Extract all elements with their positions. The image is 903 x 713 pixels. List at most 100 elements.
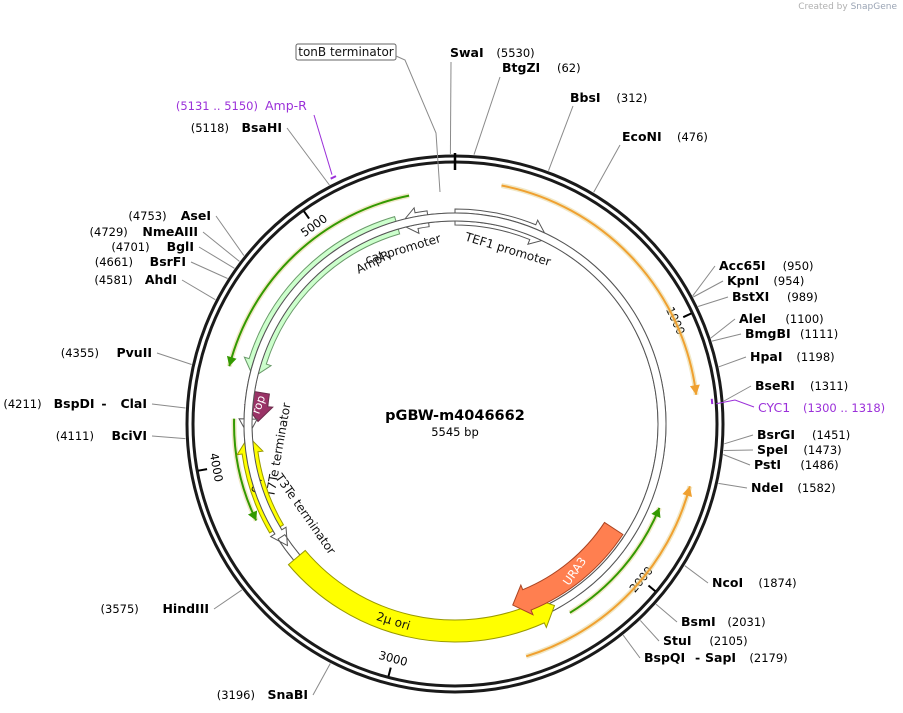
site-leader [213, 589, 243, 610]
site-ncoi[interactable]: NcoI(1874) [684, 565, 797, 590]
site-bbsi[interactable]: BbsI (312) [548, 90, 648, 171]
site-spei[interactable]: SpeI(1473) [723, 442, 842, 457]
site-bsmi[interactable]: BsmI(2031) [655, 603, 766, 629]
tick-5000 [303, 210, 310, 220]
site-nmeaiii[interactable]: NmeAIII(4729) [90, 224, 240, 262]
tick-2000 [647, 584, 657, 592]
orf-ccw-green-ori [233, 418, 258, 521]
site-alei[interactable]: AleI(1100) [710, 311, 824, 339]
site-hindiii[interactable]: HindIII(3575) [101, 589, 243, 616]
site-leader [697, 296, 729, 307]
site-bsahi[interactable]: BsaHI(5118) [191, 120, 330, 186]
site-stui[interactable]: StuI (2105) [639, 620, 748, 648]
site-name: PvuII [116, 345, 152, 360]
site-asei[interactable]: AseI (4753) [128, 208, 245, 256]
backbone-outer [185, 154, 725, 694]
site-leader [181, 279, 216, 301]
orf-ccw-green-ampr-head [226, 355, 237, 367]
site-position: (312) [616, 91, 647, 105]
site-position: (1874) [758, 576, 796, 590]
site-position: (1582) [797, 481, 835, 495]
site-leader [718, 482, 748, 489]
site-name: BspQI [644, 650, 685, 665]
site-name: SnaBI [267, 687, 308, 702]
site-btgzi[interactable]: BtgZI(62) [473, 60, 581, 155]
tonb-text: tonB terminator [298, 45, 394, 59]
primer-amp-r[interactable]: (5131 .. 5150)Amp-R [176, 98, 337, 180]
site-name: EcoNI [622, 129, 662, 144]
site-position: (989) [787, 290, 818, 304]
site-leader [684, 565, 709, 584]
tick-label-3000: 3000 [377, 648, 409, 669]
site-hpai[interactable]: HpaI(1198) [718, 349, 835, 368]
orf-cw-orange-head [689, 384, 700, 395]
primer-cyc1[interactable]: CYC1(1300 .. 1318) [710, 398, 885, 415]
site-bspqi[interactable]: BspQI-SapI(2179) [622, 634, 788, 665]
site-leader [286, 127, 330, 186]
feature-ura3 [512, 521, 624, 616]
site-bcivi[interactable]: BciVI(4111) [56, 428, 186, 443]
site-leader [449, 61, 452, 155]
plasmid-length: 5545 bp [431, 425, 479, 439]
site-name: BsmI [681, 614, 716, 629]
site-leader [639, 620, 660, 642]
site-position: (4211) [3, 397, 41, 411]
orf-cw-orange [501, 184, 698, 395]
site-position: (2179) [749, 651, 787, 665]
site-psti[interactable]: PstI(1486) [723, 454, 839, 473]
site-snabi[interactable]: SnaBI(3196) [217, 663, 331, 703]
site-position: (1111) [800, 327, 838, 341]
site-position: (2105) [709, 634, 747, 648]
site-bmgbi[interactable]: BmgBI(1111) [711, 326, 838, 342]
backbone-inner [191, 160, 719, 688]
site-name: BstXI [732, 289, 769, 304]
site-bgli[interactable]: BglI(4701) [111, 239, 235, 269]
site-bstxi[interactable]: BstXI (989) [697, 289, 818, 307]
site-leader [156, 352, 192, 365]
site-ndei[interactable]: NdeI (1582) [718, 480, 836, 495]
feature-t3te-terminator [243, 212, 667, 636]
site-pvuii[interactable]: PvuII(4355) [61, 345, 192, 365]
site-position: (1486) [800, 458, 838, 472]
site-leader [718, 356, 747, 368]
site-leader [548, 105, 574, 171]
site-position: (4753) [128, 209, 166, 223]
orf-ccw-green-ampr [228, 194, 410, 367]
tick-1000 [682, 312, 692, 319]
snapgene-credit: Created by SnapGene [798, 2, 897, 12]
site-name: StuI [663, 633, 692, 648]
site-name: AseI [181, 208, 211, 223]
site-position: (954) [773, 274, 804, 288]
site-leader [724, 434, 754, 445]
site-kpni[interactable]: KpnI(954) [693, 273, 804, 298]
site-leader [723, 449, 754, 451]
tick-4000 [198, 468, 208, 472]
site-name: BbsI [570, 90, 601, 105]
tick-label-4000: 4000 [207, 452, 226, 483]
site-leader [202, 231, 240, 262]
site-ahdi[interactable]: AhdI(4581) [94, 272, 216, 301]
site-name: SpeI [757, 442, 788, 457]
site-bsrgi[interactable]: BsrGI(1451) [724, 427, 850, 445]
site-position: (4701) [111, 240, 149, 254]
site-position: (4661) [95, 255, 133, 269]
site-name: NdeI [751, 480, 784, 495]
site-name: BtgZI [502, 60, 540, 75]
backbone [185, 153, 725, 694]
site-swai[interactable]: SwaI(5530) [449, 45, 535, 155]
site-position: (1311) [810, 379, 848, 393]
site-leader [655, 603, 678, 623]
site-bsrfi[interactable]: BsrFI(4661) [95, 254, 228, 279]
primer-range: (5131 .. 5150) [176, 99, 258, 113]
site-econi[interactable]: EcoNI(476) [593, 129, 708, 193]
primer-name: CYC1 [758, 400, 790, 415]
site-position: (950) [783, 259, 814, 273]
primer-mark [330, 175, 337, 180]
site-acc65i[interactable]: Acc65I(950) [692, 258, 814, 297]
primer-leader [716, 399, 755, 408]
site-leader [710, 318, 736, 339]
site-bspdi[interactable]: ClaI-BspDI(4211) [3, 396, 186, 411]
site-bseri[interactable]: BseRI(1311) [723, 378, 848, 402]
